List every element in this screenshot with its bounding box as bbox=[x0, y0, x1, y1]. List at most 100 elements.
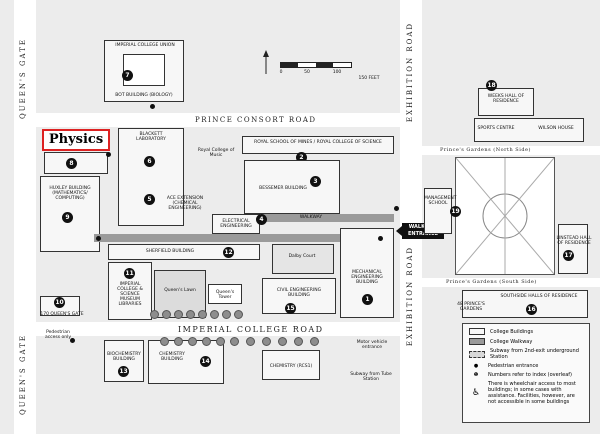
building-number-19: 19 bbox=[450, 206, 461, 217]
union-label: Imperial College Union bbox=[115, 43, 175, 48]
building-number-17: 17 bbox=[563, 250, 574, 261]
walkway-label: WALKWAY bbox=[299, 215, 323, 220]
rsm-label: ROYAL SCHOOL OF MINES / ROYAL COLLEGE OF… bbox=[254, 140, 382, 145]
tree bbox=[216, 337, 225, 346]
biochemistry-label: BIOCHEMISTRY BUILDING bbox=[107, 352, 141, 362]
queens-gate-label-top: QUEEN'S GATE bbox=[19, 38, 27, 119]
scale-tick-50: 50 bbox=[304, 70, 310, 75]
sherfield-label: SHERFIELD BUILDING bbox=[145, 249, 195, 254]
civil-building bbox=[262, 278, 336, 314]
ace-label: ACE EXTENSION (Chemical Engineering) bbox=[166, 196, 204, 211]
tree bbox=[160, 337, 169, 346]
legend-row-entrance: ● Pedestrian entrance bbox=[469, 363, 583, 369]
building-number-12: 12 bbox=[223, 247, 234, 258]
tree bbox=[188, 337, 197, 346]
tree bbox=[262, 337, 271, 346]
building-number-9: 9 bbox=[62, 212, 73, 223]
rsm-building bbox=[242, 136, 394, 154]
tree bbox=[186, 310, 195, 319]
southside-halls bbox=[462, 290, 588, 318]
sports-centre-label: SPORTS CENTRE bbox=[477, 126, 515, 131]
weeks-label: WEEKS HALL OF RESIDENCE bbox=[487, 94, 525, 104]
dalby-court-label: Dalby Court bbox=[288, 254, 316, 259]
civil-label: CIVIL ENGINEERING BUILDING bbox=[276, 288, 322, 298]
blackett-label: BLACKETT LABORATORY bbox=[136, 132, 166, 142]
sherfield-building bbox=[108, 244, 260, 260]
building-number-5: 5 bbox=[144, 194, 155, 205]
pedestrian-entrance bbox=[394, 206, 399, 211]
building-number-8: 8 bbox=[66, 158, 77, 169]
princes-gardens-north-label: Prince's Gardens (North Side) bbox=[440, 147, 531, 153]
building-number-3: 3 bbox=[310, 176, 321, 187]
building-number-10: 10 bbox=[54, 297, 65, 308]
legend-text-subway: Subway from 2nd-exit underground Station bbox=[490, 348, 579, 360]
number-marker-icon: ❶ bbox=[473, 372, 479, 378]
queens-lawn-label: Queen's Lawn bbox=[164, 288, 196, 293]
scale-tick-100: 100 bbox=[332, 70, 342, 75]
chemistry-label: CHEMISTRY BUILDING bbox=[159, 352, 185, 362]
legend-row-numbers: ❶ Numbers refer to index (overleaf) bbox=[469, 372, 583, 378]
pedestrian-entrance bbox=[106, 152, 111, 157]
mechanical-label: MECHANICAL ENGINEERING BUILDING bbox=[351, 270, 383, 285]
management-label: MANAGEMENT SCHOOL bbox=[424, 196, 457, 206]
building-number-7: 7 bbox=[122, 70, 133, 81]
princes-gardens-south-label: Prince's Gardens (South Side) bbox=[446, 279, 537, 285]
legend-swatch-subway bbox=[469, 350, 485, 358]
building-number-14: 14 bbox=[200, 356, 211, 367]
weeks-hall bbox=[478, 88, 534, 116]
imperial-college-road bbox=[36, 322, 400, 336]
tree bbox=[210, 310, 219, 319]
princes-gardens-north-road bbox=[422, 146, 600, 155]
royal-college-music: Royal College of Music bbox=[197, 148, 235, 158]
wilson-label: WILSON HOUSE bbox=[538, 126, 574, 131]
prince-consort-road bbox=[36, 113, 400, 127]
legend-row-subway: Subway from 2nd-exit underground Station bbox=[469, 348, 583, 360]
building-number-18: 18 bbox=[486, 80, 497, 91]
tree bbox=[202, 337, 211, 346]
wheelchair-icon: ♿ bbox=[471, 388, 481, 398]
north-arrow-icon bbox=[262, 50, 270, 74]
tree bbox=[310, 337, 319, 346]
building-number-11: 11 bbox=[124, 268, 135, 279]
southside-label: SOUTHSIDE HALLS OF RESIDENCE bbox=[500, 294, 578, 299]
tree bbox=[230, 337, 239, 346]
legend-row-buildings: College Buildings bbox=[469, 328, 583, 335]
pedestrian-entrance bbox=[150, 104, 155, 109]
chemistry-rcs1-building bbox=[262, 350, 320, 380]
princes-gardens-48-label: 48 PRINCE'S GARDENS bbox=[457, 302, 485, 312]
legend-text-wheelchair: There is wheelchair access to most build… bbox=[488, 381, 576, 405]
bessemer-building bbox=[244, 160, 340, 214]
library-label: IMPERIAL COLLEGE & SCIENCE MUSEUM LIBRAR… bbox=[117, 282, 143, 307]
map-legend: College Buildings College Walkway Subway… bbox=[462, 323, 590, 423]
blackett-building bbox=[118, 128, 184, 226]
prince-consort-road-label: PRINCE CONSORT ROAD bbox=[195, 116, 317, 124]
pedestrian-only-label: Pedestrian access only bbox=[44, 330, 72, 340]
exhibition-road bbox=[400, 0, 422, 434]
legend-swatch-buildings bbox=[469, 328, 485, 335]
queens-tower-label: Queen's Tower bbox=[215, 290, 235, 300]
linstead-hall bbox=[558, 224, 588, 274]
tree bbox=[150, 310, 159, 319]
tree bbox=[174, 337, 183, 346]
tree bbox=[174, 310, 183, 319]
tree bbox=[294, 337, 303, 346]
pedestrian-entrance bbox=[96, 236, 101, 241]
exhibition-road-label-top: EXHIBITION ROAD bbox=[406, 22, 414, 123]
building-number-15: 15 bbox=[285, 303, 296, 314]
building-number-4: 4 bbox=[256, 214, 267, 225]
queens-gate-label-bottom: QUEEN'S GATE bbox=[19, 334, 27, 415]
legend-swatch-walkway bbox=[469, 338, 485, 345]
tree bbox=[222, 310, 231, 319]
building-number-16: 16 bbox=[526, 304, 537, 315]
princes-gardens-south-road bbox=[422, 278, 600, 287]
scale-tick-150: 150 feet bbox=[358, 76, 380, 81]
tree bbox=[234, 310, 243, 319]
physics-highlight[interactable]: Physics bbox=[42, 129, 110, 151]
queens-gate-170-label: 170 QUEEN'S GATE bbox=[40, 312, 84, 317]
legend-text-buildings: College Buildings bbox=[490, 328, 534, 335]
legend-row-walkway: College Walkway bbox=[469, 338, 583, 345]
legend-text-walkway: College Walkway bbox=[490, 338, 533, 345]
pedestrian-entrance bbox=[378, 236, 383, 241]
imperial-college-road-label: IMPERIAL COLLEGE ROAD bbox=[178, 325, 324, 334]
